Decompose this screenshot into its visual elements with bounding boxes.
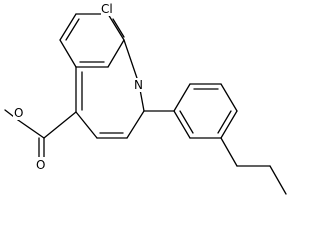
chlorine-atom-label: Cl (101, 2, 113, 16)
o-carbonyl-label-bg (35, 157, 49, 172)
nitrogen-atom-label: N (134, 78, 143, 92)
quinoline-benzo-ring (59, 13, 125, 68)
carbonyl-oxygen-label: O (36, 158, 45, 172)
phenyl-ring (143, 83, 238, 139)
ester-group (4, 109, 77, 161)
chemical-structure-diagram: Cl N O O (4, 0, 287, 195)
o-ester-label-bg (13, 105, 27, 120)
n-label-bg (133, 78, 146, 92)
ester-oxygen-label: O (14, 106, 23, 120)
cl-label-bg (101, 0, 123, 16)
ethyl-group (220, 137, 287, 195)
